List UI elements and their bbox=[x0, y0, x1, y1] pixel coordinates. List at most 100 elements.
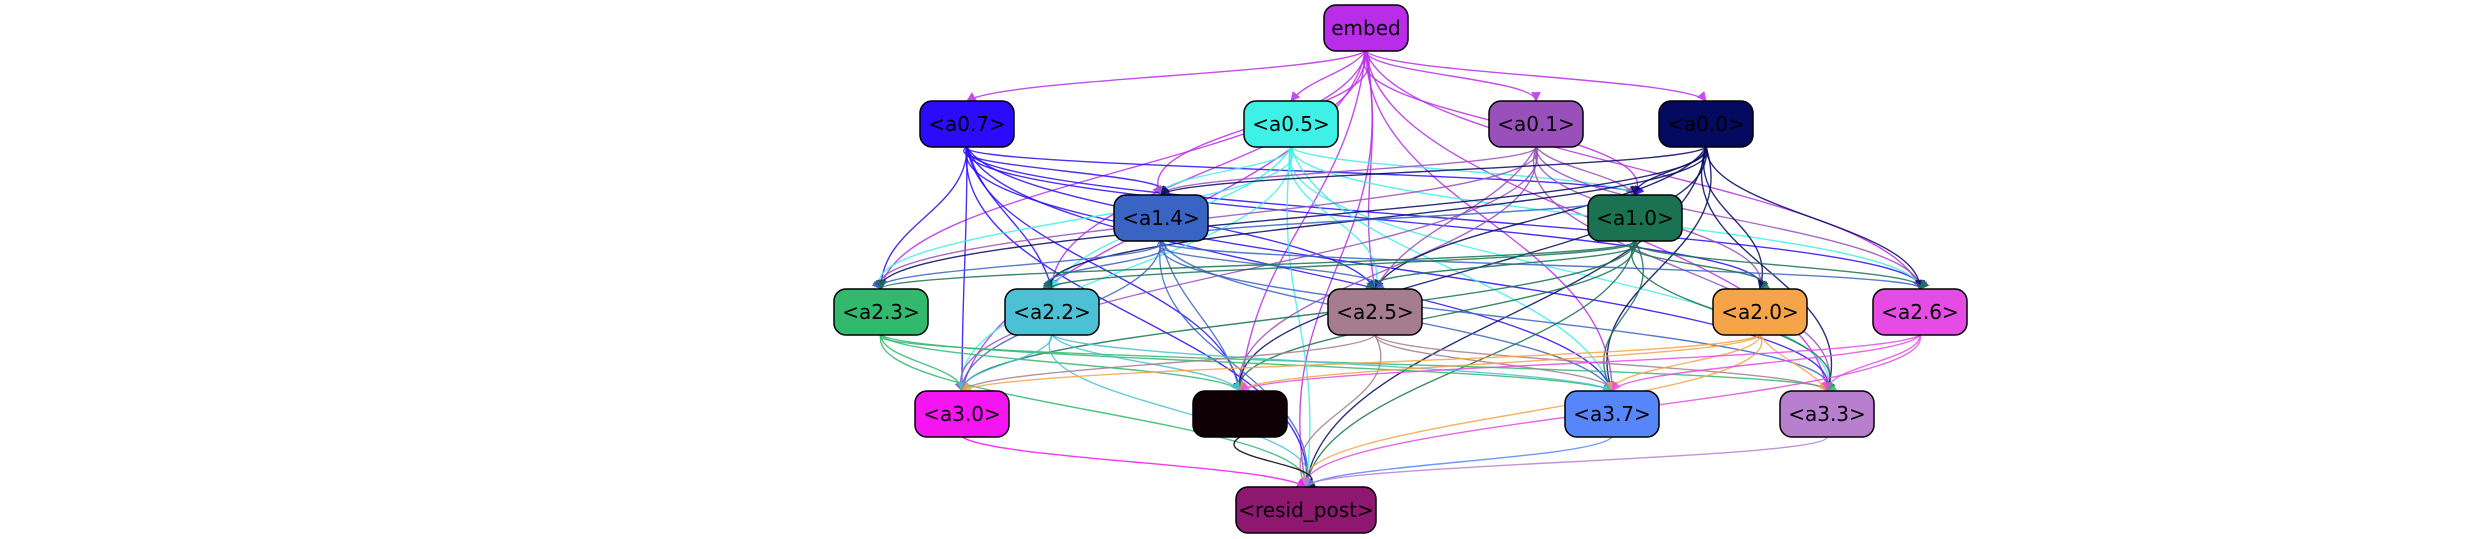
node-a14: <a1.4> bbox=[1113, 194, 1209, 242]
edge-a00-to-a3x bbox=[1233, 146, 1707, 392]
edge-a01-to-a14 bbox=[1156, 146, 1537, 196]
node-box bbox=[919, 100, 1015, 148]
edge-a22-to-resid bbox=[1048, 334, 1315, 488]
node-label: <a2.6> bbox=[1881, 300, 1959, 324]
node-box bbox=[1488, 100, 1584, 148]
edge-a07-to-a3x bbox=[966, 146, 1244, 392]
node-box bbox=[1564, 390, 1660, 438]
node-label: <a3.0> bbox=[923, 402, 1001, 426]
node-box bbox=[1113, 194, 1209, 242]
edge-embed-to-a00 bbox=[1365, 50, 1707, 102]
node-label: <a2.5> bbox=[1336, 300, 1414, 324]
edge-a26-to-a33 bbox=[1822, 334, 1921, 392]
node-label: <a0.7> bbox=[928, 112, 1006, 136]
node-a37: <a3.7> bbox=[1564, 390, 1660, 438]
node-label: <a3.7> bbox=[1573, 402, 1651, 426]
node-label: embed bbox=[1331, 16, 1400, 40]
node-box bbox=[1779, 390, 1875, 438]
node-box bbox=[1658, 100, 1754, 148]
node-embed: embed bbox=[1323, 4, 1409, 52]
edge-a10-to-a23 bbox=[876, 240, 1636, 290]
node-label: <resid_post> bbox=[1238, 498, 1373, 522]
node-a20: <a2.0> bbox=[1712, 288, 1808, 336]
edge-a23-to-resid bbox=[880, 334, 1313, 488]
edge-a00-to-a25 bbox=[1374, 146, 1707, 290]
node-layer: embed <a0.7> <a0.5> <a0.1> <a0.0> <a1.4> <a1.0… bbox=[833, 4, 1968, 534]
node-a3x bbox=[1192, 390, 1288, 438]
node-box bbox=[1872, 288, 1968, 336]
edge-a05-to-resid bbox=[1286, 146, 1312, 488]
node-a30: <a3.0> bbox=[914, 390, 1010, 438]
edge-a07-to-resid bbox=[965, 146, 1312, 488]
edge-a20-to-a37 bbox=[1607, 334, 1761, 392]
edge-a05-to-a30 bbox=[955, 146, 1293, 392]
node-label: <a0.5> bbox=[1252, 112, 1330, 136]
node-box bbox=[1004, 288, 1100, 336]
edge-a10-to-a20 bbox=[1630, 240, 1771, 290]
node-box bbox=[1327, 288, 1423, 336]
edge-a10-to-a22 bbox=[1042, 240, 1636, 290]
node-label: <a0.1> bbox=[1497, 112, 1575, 136]
edge-a25-to-a33 bbox=[1374, 334, 1828, 392]
edge-a05-to-a37 bbox=[1290, 146, 1614, 392]
edge-a01-to-a3x bbox=[1233, 146, 1538, 392]
edge-a20-to-a3x bbox=[1239, 334, 1761, 392]
edge-a01-to-a26 bbox=[1535, 146, 1925, 290]
node-a26: <a2.6> bbox=[1872, 288, 1968, 336]
edge-a37-to-resid bbox=[1305, 436, 1613, 488]
edge-a00-to-a20 bbox=[1703, 146, 1768, 290]
edge-a10-to-a37 bbox=[1603, 240, 1644, 392]
node-label: <a3.3> bbox=[1788, 402, 1866, 426]
node-box bbox=[1712, 288, 1808, 336]
edge-a01-to-a10 bbox=[1535, 146, 1636, 196]
edge-embed-to-a05 bbox=[1290, 50, 1367, 102]
edge-a20-to-resid bbox=[1297, 334, 1763, 488]
node-a10: <a1.0> bbox=[1587, 194, 1683, 242]
edge-embed-to-resid bbox=[1299, 50, 1373, 488]
edge-a14-to-a23 bbox=[871, 240, 1162, 290]
edge-a25-to-resid bbox=[1297, 334, 1382, 488]
node-box bbox=[914, 390, 1010, 438]
node-a00: <a0.0> bbox=[1658, 100, 1754, 148]
edge-a14-to-a26 bbox=[1160, 240, 1930, 290]
edge-a23-to-a3x bbox=[880, 334, 1241, 392]
node-a05: <a0.5> bbox=[1243, 100, 1339, 148]
edge-a07-to-a20 bbox=[965, 146, 1769, 290]
edge-a00-to-a26 bbox=[1705, 146, 1925, 290]
node-label: <a1.0> bbox=[1596, 206, 1674, 230]
edge-a22-to-a3x bbox=[1051, 334, 1241, 392]
node-box bbox=[1323, 4, 1409, 52]
edge-a30-to-resid bbox=[961, 436, 1307, 488]
node-label: <a1.4> bbox=[1122, 206, 1200, 230]
edge-a22-to-a37 bbox=[1051, 334, 1613, 392]
node-box bbox=[1235, 486, 1377, 534]
edge-a10-to-a26 bbox=[1634, 240, 1930, 290]
edge-a20-to-a33 bbox=[1759, 334, 1828, 392]
node-box bbox=[1192, 390, 1288, 438]
edge-a07-to-a10 bbox=[966, 146, 1645, 196]
edge-a07-to-a26 bbox=[966, 146, 1928, 290]
node-label: <a2.0> bbox=[1721, 300, 1799, 324]
edge-layer bbox=[871, 50, 1930, 488]
edge-a05-to-a23 bbox=[872, 146, 1294, 290]
edge-embed-to-a07 bbox=[966, 50, 1367, 102]
edge-a33-to-resid bbox=[1301, 436, 1828, 488]
node-resid: <resid_post> bbox=[1235, 486, 1377, 534]
node-label: <a2.2> bbox=[1013, 300, 1091, 324]
node-box bbox=[833, 288, 929, 336]
edge-embed-to-a22 bbox=[1047, 50, 1367, 290]
edge-a25-to-a30 bbox=[961, 334, 1376, 392]
edge-a00-to-a33 bbox=[1700, 146, 1835, 392]
edge-a00-to-a23 bbox=[873, 146, 1707, 290]
edge-a10-to-a3x bbox=[1233, 240, 1636, 392]
edge-embed-to-a26 bbox=[1365, 50, 1922, 290]
node-label: <a2.3> bbox=[842, 300, 920, 324]
node-a23: <a2.3> bbox=[833, 288, 929, 336]
node-box bbox=[1243, 100, 1339, 148]
edge-a01-to-a33 bbox=[1532, 146, 1835, 392]
node-a33: <a3.3> bbox=[1779, 390, 1875, 438]
edge-a05-to-a25 bbox=[1288, 146, 1383, 290]
node-a01: <a0.1> bbox=[1488, 100, 1584, 148]
edge-a00-to-a14 bbox=[1160, 146, 1707, 196]
